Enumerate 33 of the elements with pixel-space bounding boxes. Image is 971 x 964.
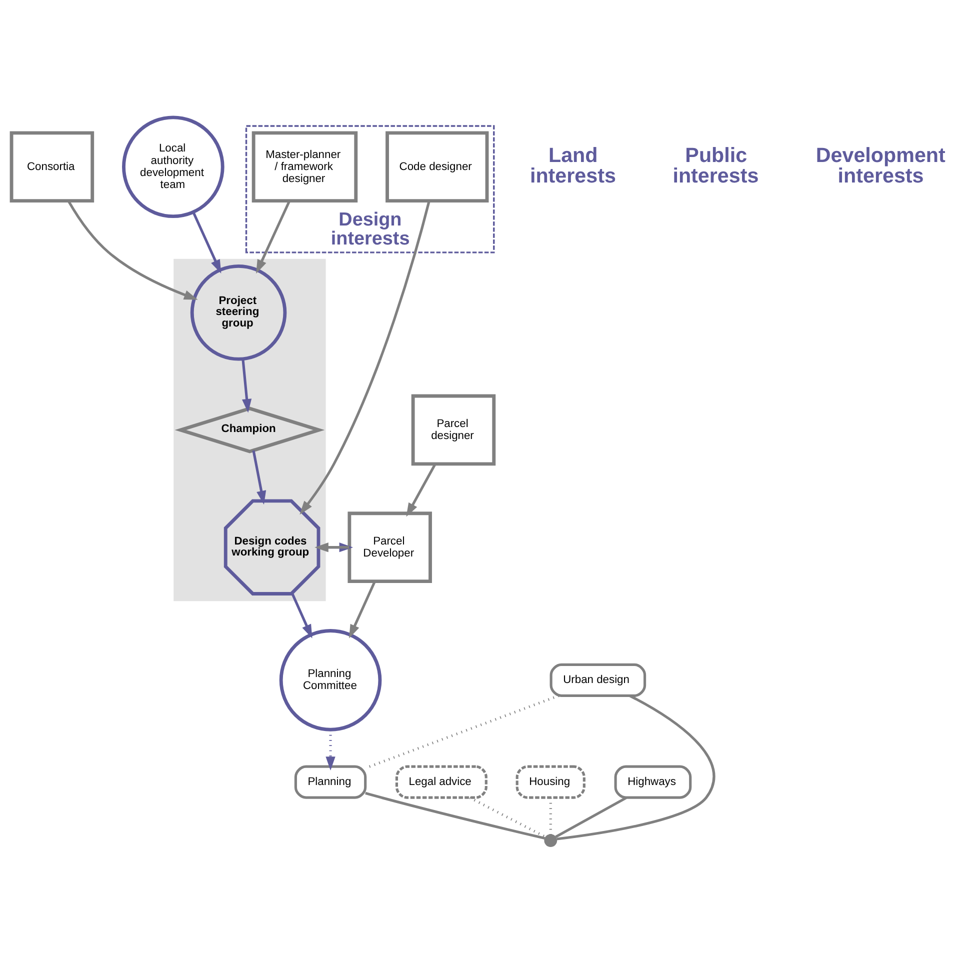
node-circle: Project steering group [190, 264, 287, 361]
node-box: Planning [294, 765, 367, 799]
node-box: Legal advice [395, 765, 488, 799]
node-box: Parcel designer [411, 394, 496, 466]
node-circle: Local authority development team [122, 116, 224, 218]
arrow [67, 200, 198, 300]
node-diamond: Champion [174, 406, 325, 454]
node-box: Highways [614, 765, 692, 799]
arrow [314, 542, 350, 552]
node-box: Parcel Developer [348, 512, 432, 584]
arrow [252, 450, 266, 505]
node-box: Consortia [10, 131, 94, 203]
label: Development interests [816, 144, 946, 188]
arrow [349, 581, 376, 638]
connector [549, 798, 552, 834]
connector [556, 694, 716, 840]
arrow [256, 200, 291, 274]
arrow [192, 212, 222, 274]
connector [555, 796, 627, 838]
node-circle: Planning Committee [279, 629, 382, 732]
label: Land interests [530, 144, 616, 188]
arrow [291, 592, 312, 638]
label: Public interests [672, 144, 759, 188]
node-circle [544, 834, 558, 847]
arrow [300, 200, 430, 515]
node-box: Master-planner / framework designer [252, 131, 358, 203]
arrow [242, 358, 252, 413]
connector [365, 792, 546, 840]
node-box: Code designer [386, 131, 489, 203]
connector [469, 796, 546, 838]
arrow [406, 463, 436, 517]
node-box: Housing [516, 765, 586, 799]
node-box: Urban design [550, 663, 646, 697]
